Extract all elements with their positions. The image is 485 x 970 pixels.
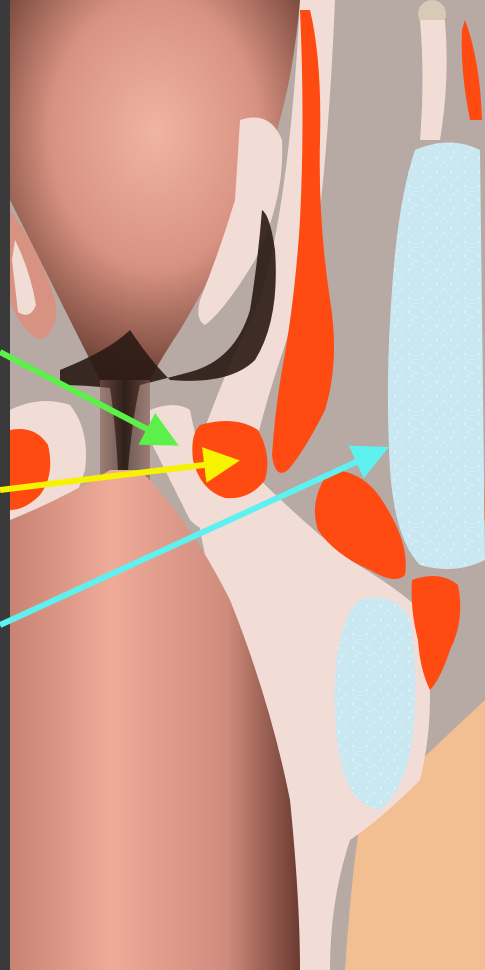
ischioanal-fat-upper xyxy=(388,143,485,570)
